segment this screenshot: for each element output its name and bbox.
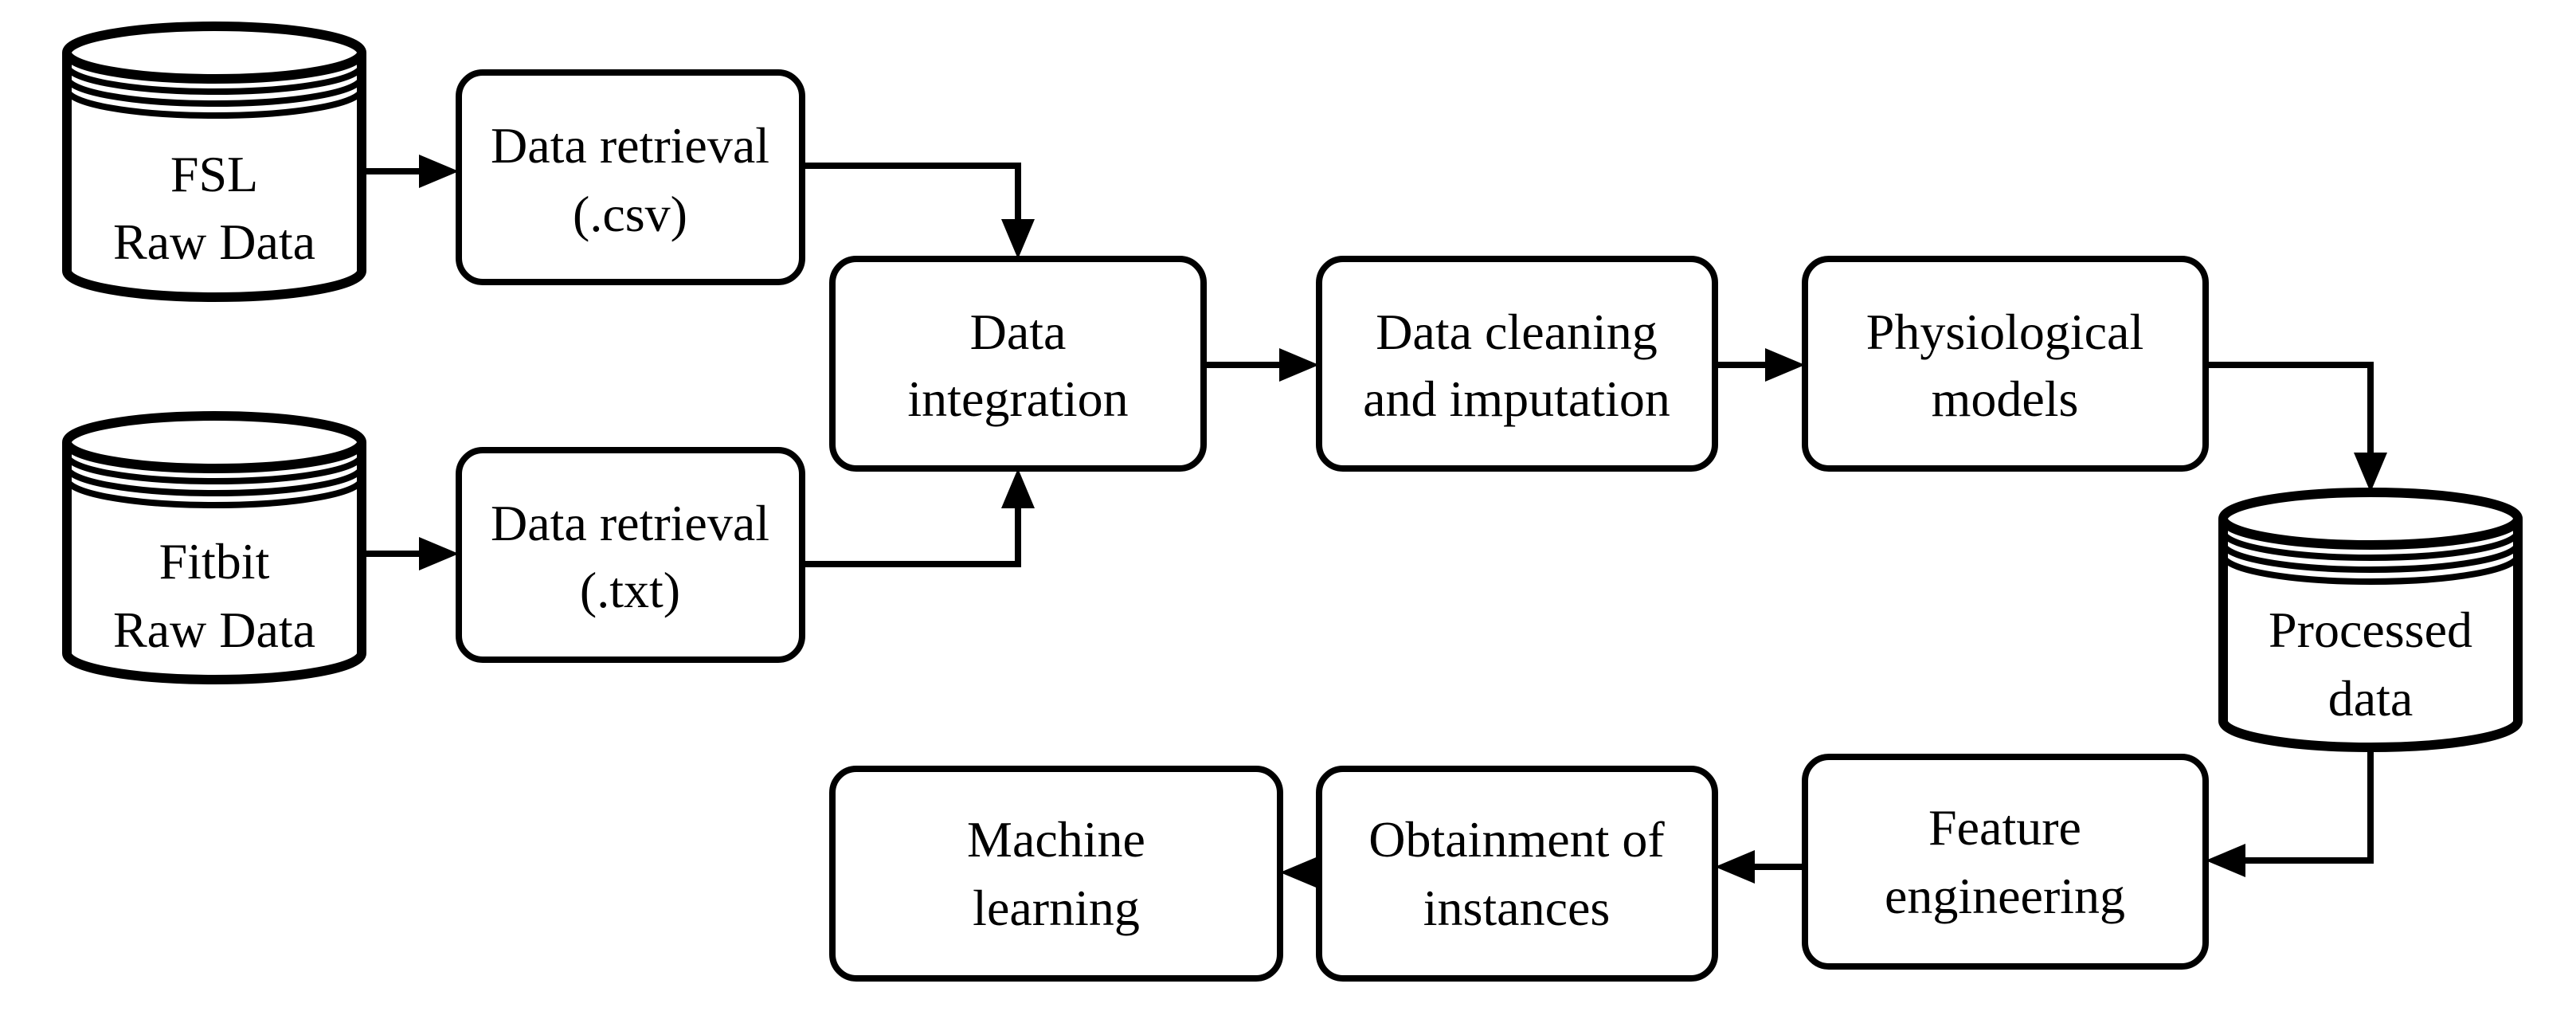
machine-learning-line2: learning (973, 880, 1140, 936)
fsl-raw-data-cylinder: FSL Raw Data (62, 22, 366, 302)
fitbit-raw-data-line1: Fitbit (159, 533, 270, 590)
arrow-fsl-to-retrieval-csv (362, 155, 459, 188)
data-retrieval-csv-line1: Data retrieval (491, 117, 769, 174)
processed-data-cylinder: Processed data (2218, 488, 2523, 752)
physiological-models-line1: Physiological (1866, 304, 2143, 360)
arrow-fitbit-to-retrieval-txt (362, 537, 459, 570)
data-integration-box: Data integration (829, 256, 1207, 472)
data-cleaning-line1: Data cleaning (1376, 304, 1658, 360)
data-retrieval-txt-box: Data retrieval (.txt) (456, 447, 805, 663)
data-retrieval-csv-box: Data retrieval (.csv) (456, 69, 805, 285)
fsl-raw-data-line1: FSL (170, 146, 258, 202)
arrow-integration-to-cleaning (1204, 348, 1319, 382)
physiological-models-box: Physiological models (1802, 256, 2209, 472)
arrow-cleaning-to-physiological (1715, 348, 1805, 382)
arrow-physiological-to-processed (2206, 362, 2387, 492)
feature-engineering-box: Feature engineering (1802, 754, 2209, 970)
arrow-instances-to-ml (1280, 856, 1320, 889)
obtainment-of-instances-line1: Obtainment of (1368, 811, 1665, 868)
obtainment-of-instances-line2: instances (1423, 880, 1611, 936)
data-integration-line1: Data (970, 304, 1067, 360)
arrow-processed-to-feature (2206, 747, 2374, 877)
data-retrieval-txt-line1: Data retrieval (491, 495, 769, 551)
data-retrieval-txt-line2: (.txt) (580, 562, 680, 618)
data-cleaning-line2: and imputation (1363, 370, 1670, 427)
fitbit-raw-data-line2: Raw Data (113, 602, 315, 658)
feature-engineering-line2: engineering (1885, 868, 2125, 924)
fsl-raw-data-line2: Raw Data (113, 214, 315, 270)
machine-learning-box: Machine learning (829, 766, 1283, 982)
processed-data-line2: data (2328, 670, 2414, 727)
data-cleaning-box: Data cleaning and imputation (1316, 256, 1718, 472)
processed-data-line1: Processed (2269, 602, 2472, 658)
fitbit-raw-data-cylinder: Fitbit Raw Data (62, 411, 366, 684)
data-retrieval-csv-line2: (.csv) (573, 186, 687, 242)
feature-engineering-line1: Feature (1928, 799, 2081, 856)
physiological-models-line2: models (1932, 370, 2079, 427)
arrow-retrieval-txt-to-integration (802, 468, 1035, 567)
machine-learning-line1: Machine (967, 811, 1145, 868)
arrow-feature-to-instances (1715, 850, 1805, 884)
data-integration-line2: integration (907, 370, 1128, 427)
arrow-retrieval-csv-to-integration (802, 163, 1035, 259)
obtainment-of-instances-box: Obtainment of instances (1316, 766, 1718, 982)
